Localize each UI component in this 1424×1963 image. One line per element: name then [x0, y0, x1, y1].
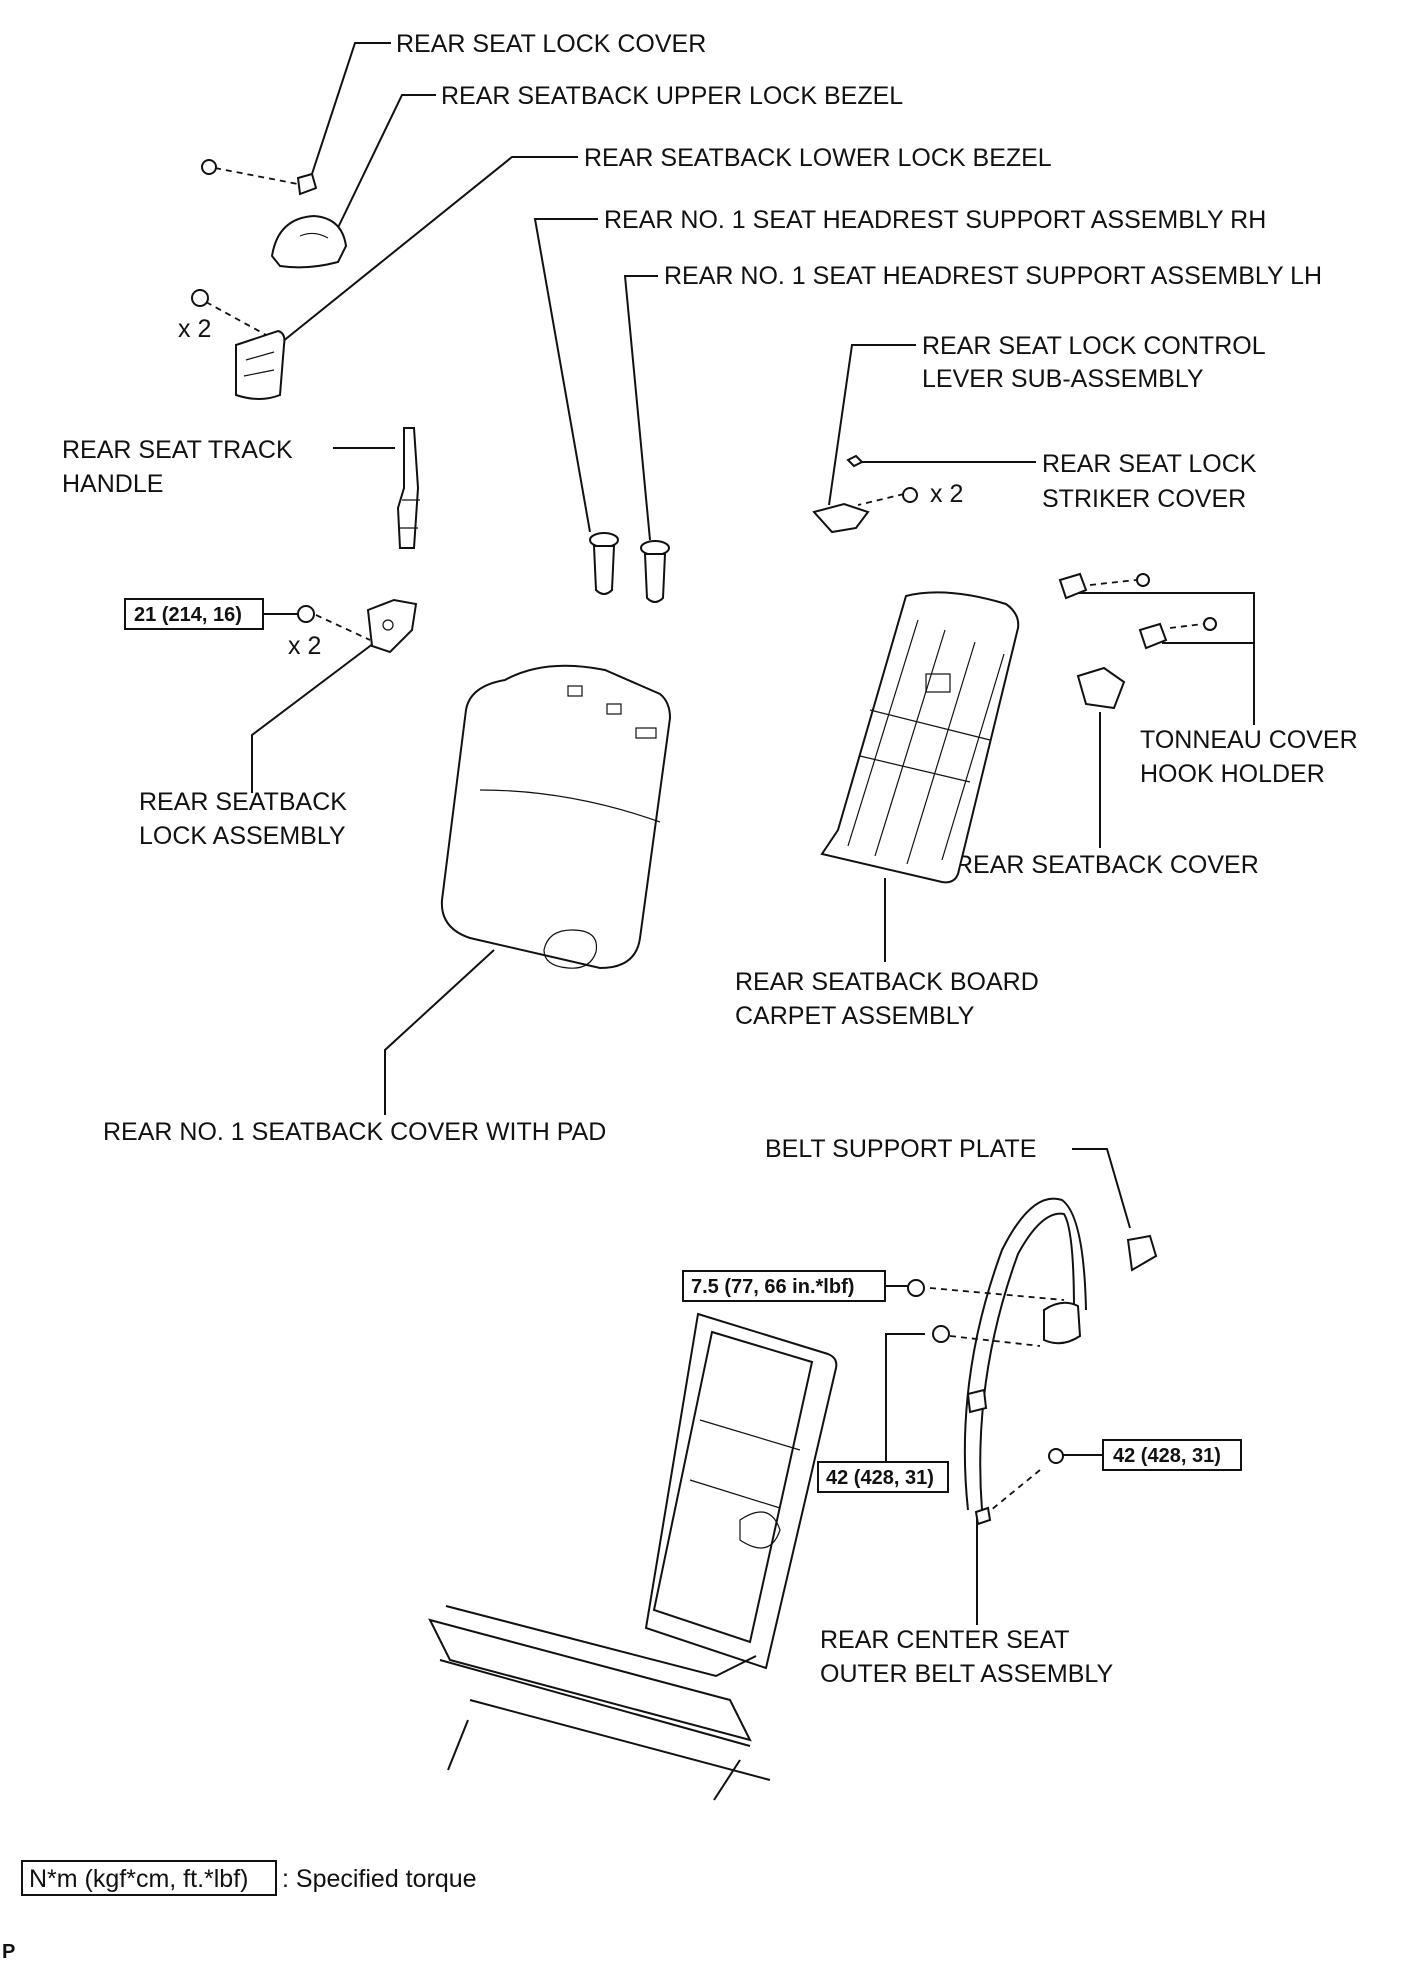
rear-center-belt-assembly-part [907, 1197, 1087, 1526]
label-headrest-support-lh: REAR NO. 1 SEAT HEADREST SUPPORT ASSEMBL… [664, 262, 1322, 290]
torque-box-seatback-lock [124, 598, 264, 630]
label-seatback-lock-line2: LOCK ASSEMBLY [139, 822, 346, 850]
label-board-carpet-line2: CARPET ASSEMBLY [735, 1002, 975, 1030]
label-center-belt-line1: REAR CENTER SEAT [820, 1626, 1070, 1654]
torque-specs: 21 (214, 16) 7.5 (77, 66 in.*lbf) 42 (42… [124, 598, 1242, 1493]
torque-box-belt-nut [817, 1461, 949, 1493]
rear-seatback-board-carpet-part [820, 591, 1020, 884]
legend-unit-text: N*m (kgf*cm, ft.*lbf) [29, 1865, 248, 1893]
label-seatback-cover: REAR SEATBACK COVER [955, 851, 1259, 879]
tonneau-cover-hook-holder-part [1058, 572, 1217, 650]
rear-seatback-cover-part [1076, 666, 1126, 710]
label-headrest-support-rh: REAR NO. 1 SEAT HEADREST SUPPORT ASSEMBL… [604, 206, 1266, 234]
label-rear-seat-lock-cover: REAR SEAT LOCK COVER [396, 30, 706, 58]
belt-support-plate-part [1126, 1234, 1158, 1272]
label-upper-lock-bezel: REAR SEATBACK UPPER LOCK BEZEL [441, 82, 903, 110]
rear-seatback-lock-assembly-part [297, 598, 418, 654]
torque-belt-upper: 7.5 (77, 66 in.*lbf) [691, 1276, 854, 1298]
qty-lever-screws: x 2 [930, 480, 963, 508]
label-striker-cover-line1: REAR SEAT LOCK [1042, 450, 1257, 478]
assembly-dashes [205, 167, 1204, 1516]
lock-control-lever-part [812, 454, 918, 534]
label-seatback-lock-line1: REAR SEATBACK [139, 788, 347, 816]
headrest-support-rh-part [589, 532, 619, 595]
label-tonneau-line1: TONNEAU COVER [1140, 726, 1358, 754]
legend-unit-box [21, 1860, 277, 1896]
label-center-belt-line2: OUTER BELT ASSEMBLY [820, 1660, 1113, 1688]
label-seatback-cover-pad: REAR NO. 1 SEATBACK COVER WITH PAD [103, 1118, 606, 1146]
torque-belt-nut: 42 (428, 31) [826, 1467, 934, 1489]
qty-lock-bolts: x 2 [288, 632, 321, 660]
lower-lock-bezel-part [191, 289, 286, 400]
rear-no1-seatback-cover-pad-part [440, 664, 672, 970]
corner-mark: P [2, 1941, 15, 1963]
leader-lines [251, 42, 1255, 1625]
label-board-carpet-line1: REAR SEATBACK BOARD [735, 968, 1039, 996]
label-belt-support-plate: BELT SUPPORT PLATE [765, 1135, 1036, 1163]
qty-lower-bezel-screws: x 2 [178, 315, 211, 343]
rear-seat-frame-part [428, 1312, 838, 1801]
rear-seat-track-handle-part [396, 427, 420, 549]
headrest-support-lh-part [640, 540, 670, 603]
upper-lock-bezel-part [270, 214, 348, 269]
torque-legend: N*m (kgf*cm, ft.*lbf) : Specified torque… [2, 1860, 477, 1963]
label-track-handle-line2: HANDLE [62, 470, 163, 498]
torque-box-belt-lower [1102, 1439, 1242, 1471]
label-lock-control-lever-line2: LEVER SUB-ASSEMBLY [922, 365, 1204, 393]
torque-box-belt-upper [682, 1270, 886, 1302]
label-lock-control-lever-line1: REAR SEAT LOCK CONTROL [922, 332, 1266, 360]
label-lower-lock-bezel: REAR SEATBACK LOWER LOCK BEZEL [584, 144, 1052, 172]
part-labels: REAR SEAT LOCK COVER REAR SEATBACK UPPER… [62, 30, 1358, 1688]
torque-belt-lower: 42 (428, 31) [1113, 1445, 1221, 1467]
legend-description: : Specified torque [282, 1865, 477, 1893]
label-tonneau-line2: HOOK HOLDER [1140, 760, 1325, 788]
label-striker-cover-line2: STRIKER COVER [1042, 485, 1246, 513]
label-track-handle-line1: REAR SEAT TRACK [62, 436, 293, 464]
rear-seat-lock-cover-part [201, 159, 318, 196]
torque-seatback-lock: 21 (214, 16) [134, 604, 242, 626]
